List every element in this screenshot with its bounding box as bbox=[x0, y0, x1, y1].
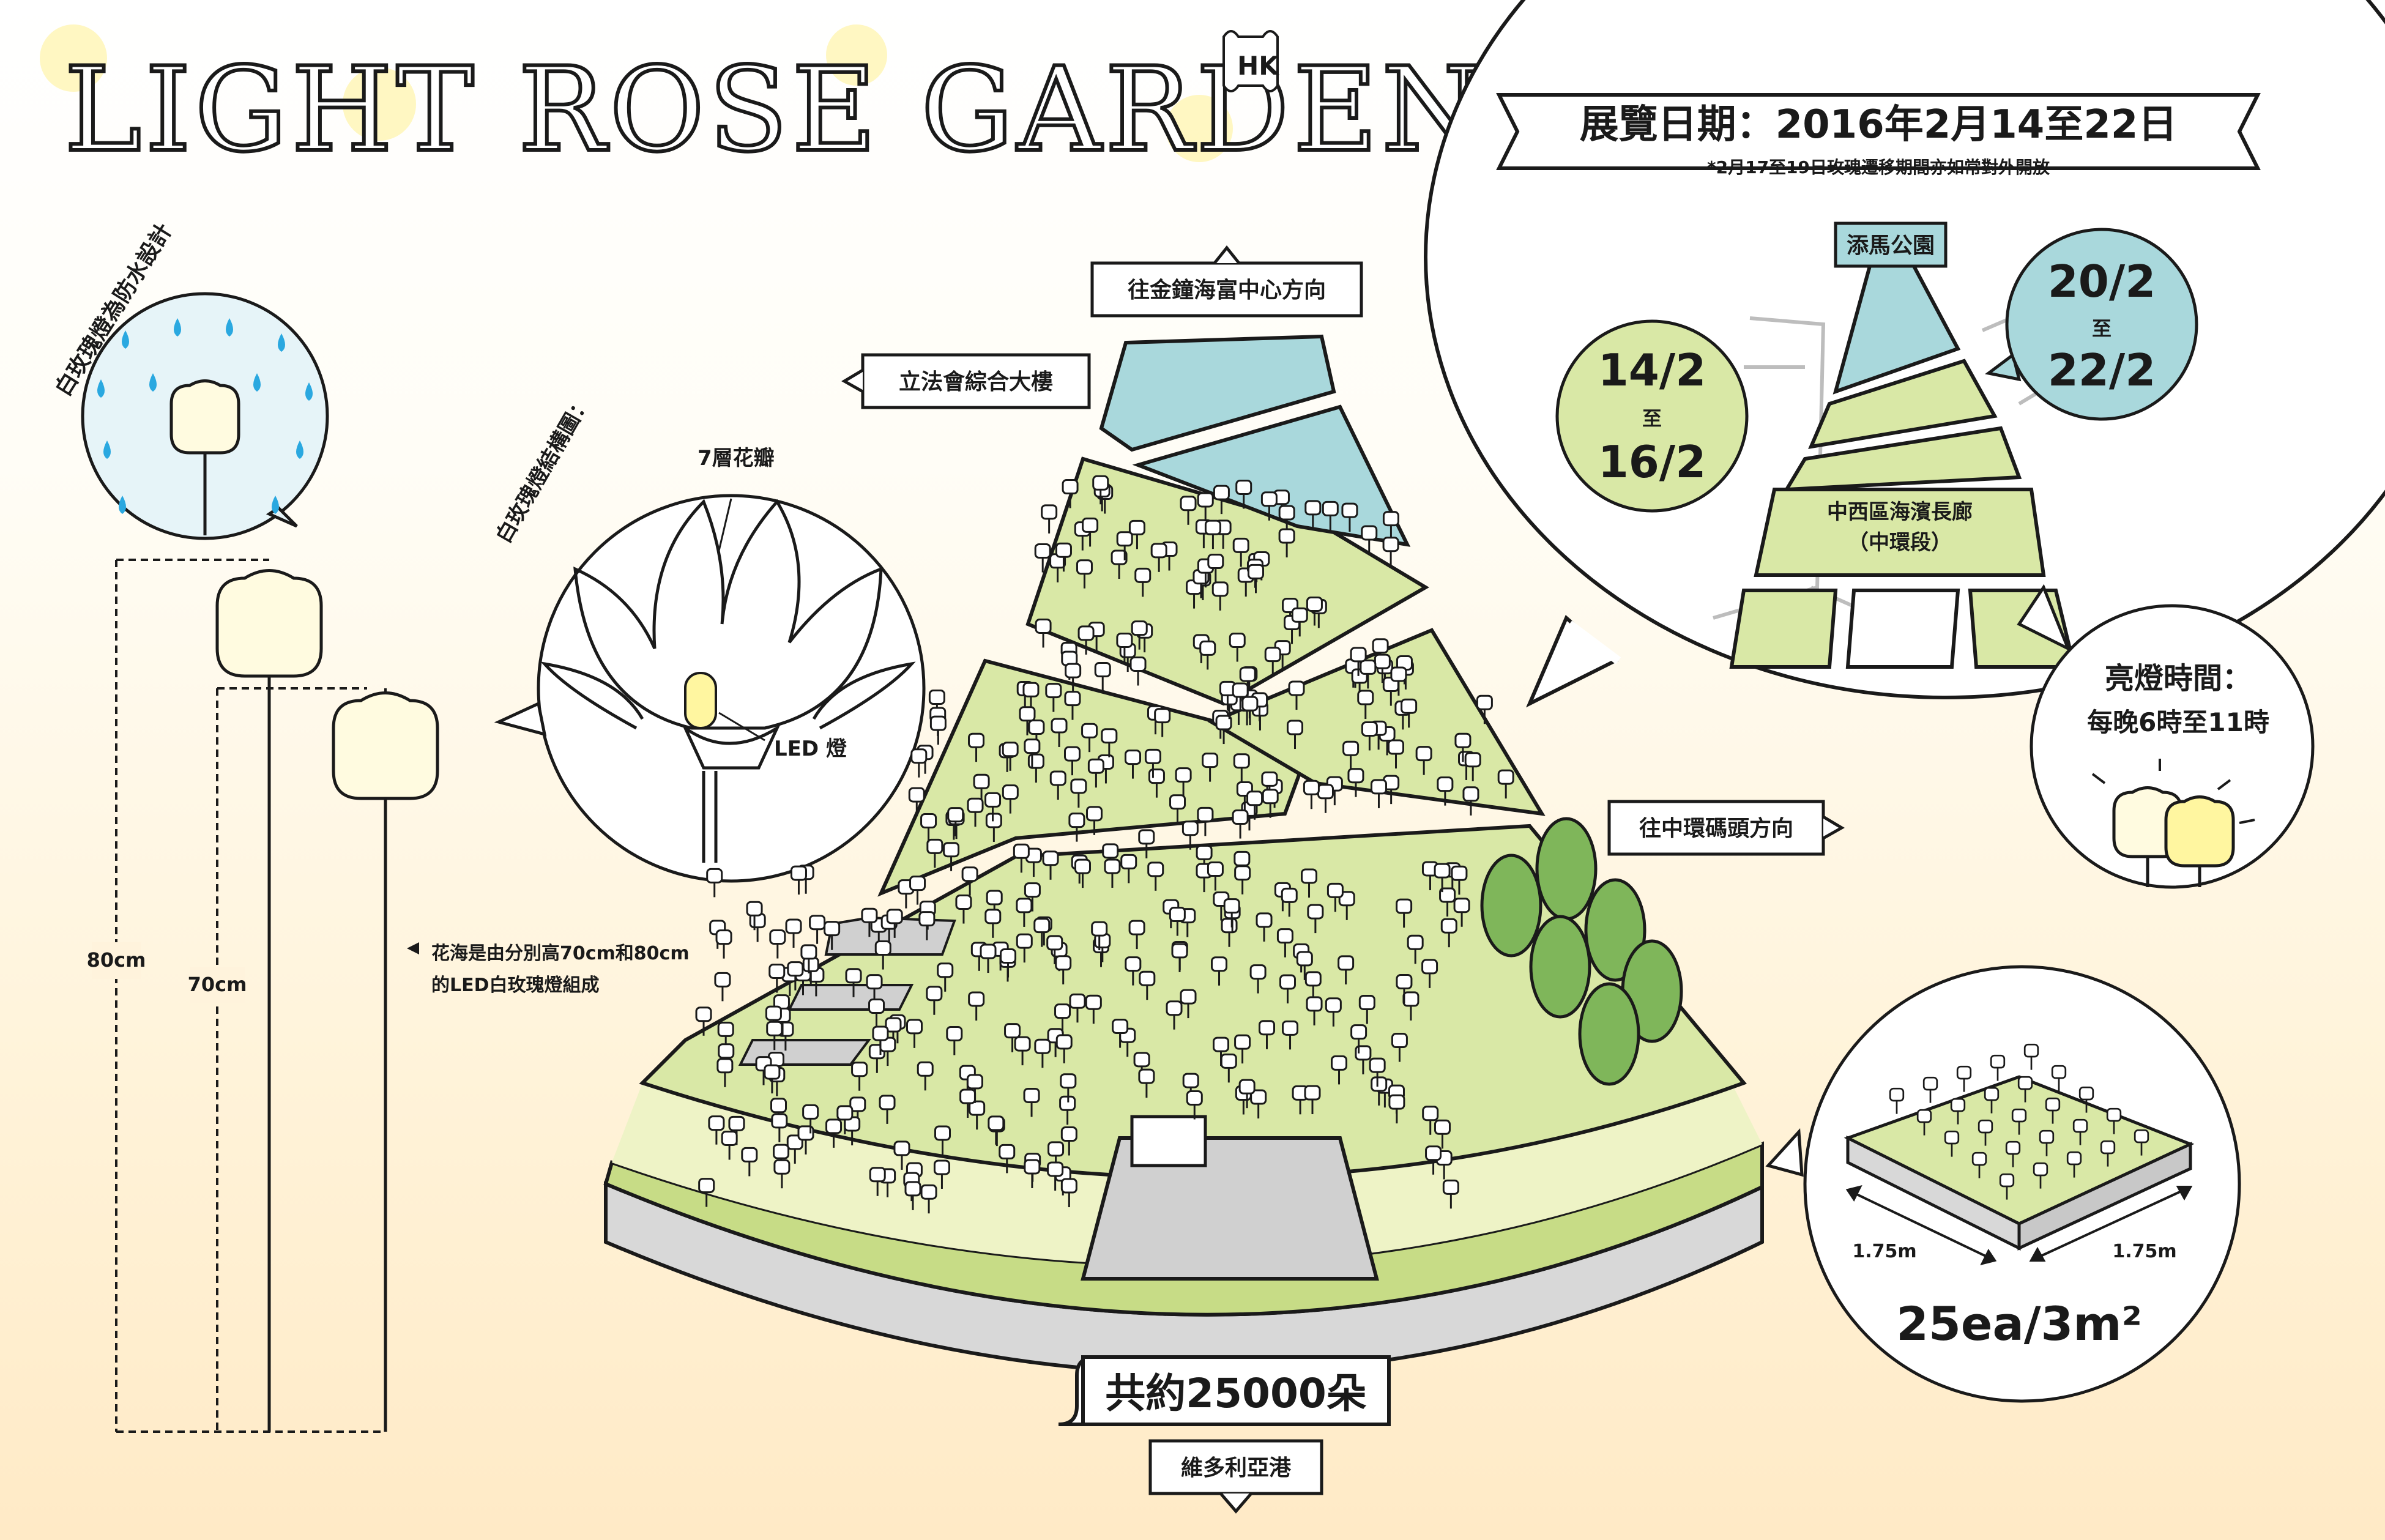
density-ratio: 25ea/3m² bbox=[1896, 1296, 2142, 1351]
date-note: *2月17至19日玫瑰遷移期間亦如常對外開放 bbox=[1707, 157, 2050, 177]
left-date-from: 14/2 bbox=[1598, 344, 1706, 396]
direction-pier: 往中環碼頭方向 bbox=[1607, 800, 1845, 856]
side-b-label: 1.75m bbox=[2112, 1241, 2176, 1262]
date-banner: 展覽日期：2016年2月14至22日 *2月17至19日玫瑰遷移期間亦如常對外開… bbox=[1496, 93, 2261, 177]
rose-field bbox=[603, 334, 1764, 1375]
raindrop-icons bbox=[97, 318, 313, 514]
petals-label: 7層花瓣 bbox=[698, 446, 775, 471]
height-comparison: 80cm 70cm 花海是由分別高70cm和80cm 的LED白玫瑰燈組成 bbox=[87, 559, 690, 1433]
date-bubble-left: 14/2 至 16/2 bbox=[1555, 319, 1749, 513]
rose-lamp-80-icon bbox=[215, 569, 323, 1432]
density-callout: 1.75m 1.75m 25ea/3m² bbox=[1765, 965, 2241, 1403]
rose-lamp-70-icon bbox=[332, 691, 439, 1432]
total-banner: 共約25000朵 bbox=[1058, 1355, 1391, 1426]
direction-pier-label: 往中環碼頭方向 bbox=[1639, 816, 1793, 841]
lighting-callout: 亮燈時間： 每晚6時至11時 bbox=[2017, 584, 2315, 889]
title-group: LIGHT ROSE GARDEN HK bbox=[40, 24, 1485, 179]
tree-icons bbox=[1480, 817, 1683, 1086]
lit-rose-icons bbox=[2091, 759, 2255, 887]
map-callout: 添馬公園 中西區海濱長廊 （中環段） 展覽日期：2016年2月14至22日 *2… bbox=[1424, 0, 2385, 708]
right-date-from: 20/2 bbox=[2048, 256, 2156, 307]
waterproof-callout: 白玫瑰燈為防水設計 bbox=[51, 219, 329, 540]
lighting-hours: 每晚6時至11時 bbox=[2087, 707, 2269, 737]
direction-ifc-label: 往金鐘海富中心方向 bbox=[1128, 277, 1326, 303]
direction-harbour-label: 維多利亞港 bbox=[1181, 1456, 1292, 1481]
promenade-line1: 中西區海濱長廊 bbox=[1827, 500, 1973, 524]
park-label: 添馬公園 bbox=[1847, 233, 1935, 258]
hk-label: HK bbox=[1237, 51, 1279, 81]
total-label: 共約25000朵 bbox=[1105, 1370, 1367, 1417]
dimension-arrows bbox=[1845, 1185, 2193, 1265]
direction-harbour: 維多利亞港 bbox=[1148, 1439, 1323, 1514]
date-bubble-right: 20/2 至 22/2 bbox=[1985, 228, 2198, 421]
led-bulb-icon bbox=[684, 672, 717, 729]
lighting-title: 亮燈時間： bbox=[2105, 661, 2252, 696]
pointer-left-icon bbox=[407, 942, 419, 954]
direction-ifc: 往金鐘海富中心方向 bbox=[1090, 245, 1363, 318]
direction-legco: 立法會綜合大樓 bbox=[841, 353, 1091, 409]
height-note-line2: 的LED白玫瑰燈組成 bbox=[431, 975, 600, 996]
left-date-to-word: 至 bbox=[1642, 407, 1662, 430]
led-label: LED 燈 bbox=[774, 737, 847, 761]
structure-label: 白玫瑰燈結構圖： bbox=[491, 391, 596, 548]
rose-structure-icon bbox=[540, 499, 916, 863]
left-date-to: 16/2 bbox=[1598, 436, 1706, 488]
mini-rose-lamps bbox=[1889, 1043, 2149, 1200]
height-note-line1: 花海是由分別高70cm和80cm bbox=[431, 943, 690, 964]
right-date-to-word: 至 bbox=[2092, 317, 2112, 340]
structure-callout: 7層花瓣 LED 燈 白玫瑰燈結構圖： bbox=[491, 391, 926, 883]
height-80-label: 80cm bbox=[87, 948, 146, 972]
hk-badge bbox=[1222, 30, 1279, 92]
height-70-label: 70cm bbox=[188, 973, 247, 996]
rose-lamp-icon bbox=[169, 379, 240, 535]
promenade-line2: （中環段） bbox=[1848, 530, 1952, 555]
rose-lamps bbox=[695, 475, 1514, 1214]
date-banner-label: 展覽日期：2016年2月14至22日 bbox=[1580, 102, 2178, 147]
right-date-to: 22/2 bbox=[2048, 344, 2156, 396]
direction-legco-label: 立法會綜合大樓 bbox=[899, 370, 1053, 395]
side-a-label: 1.75m bbox=[1852, 1241, 1916, 1262]
